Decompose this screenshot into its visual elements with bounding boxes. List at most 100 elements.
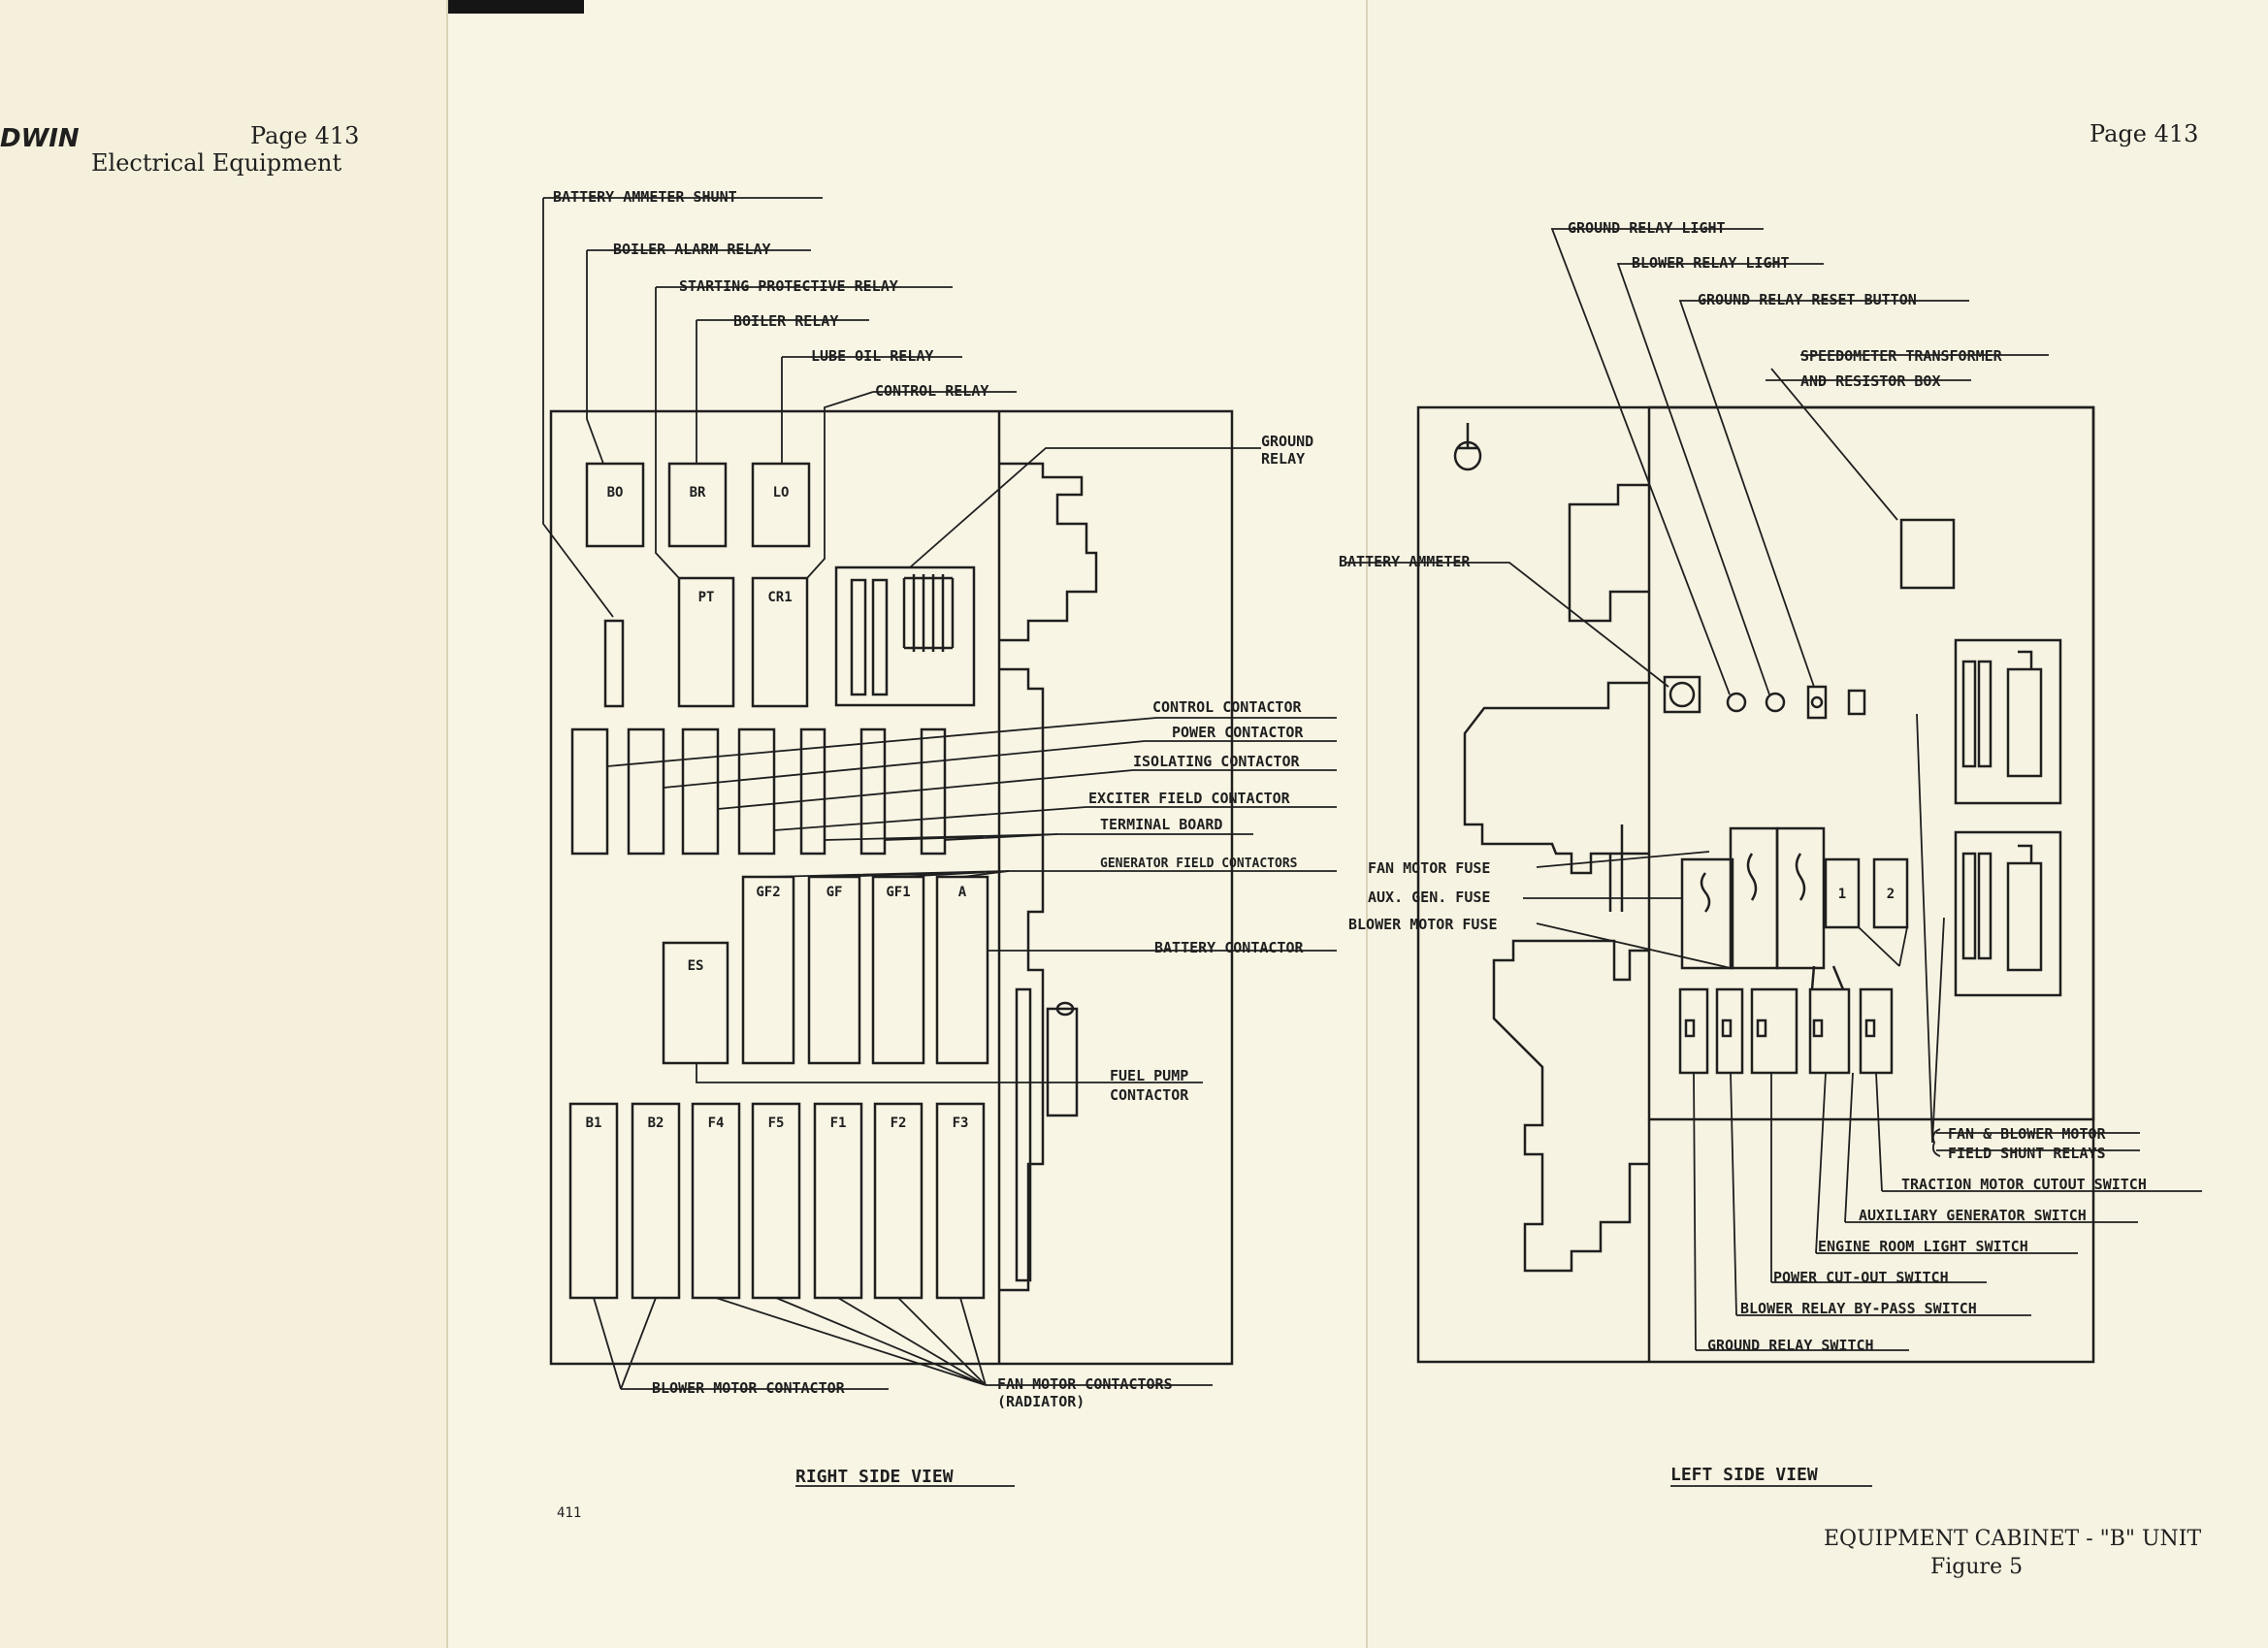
- ground-relay-body: [999, 462, 1098, 642]
- contactor-f5: [751, 1102, 801, 1300]
- code-pt: PT: [698, 590, 715, 605]
- code-lo: LO: [773, 485, 790, 501]
- leader-traction-motor-cutout-switch: [1875, 1072, 2202, 1192]
- fuel-pump-contactor-body: [1046, 1007, 1079, 1117]
- leader-blower-relay-bypass-switch: [1730, 1072, 2031, 1316]
- leader-generator-field-contactors: [767, 870, 1337, 878]
- fold-line: [1366, 0, 1368, 1648]
- switch-linkage: [1810, 965, 1845, 990]
- leader-boiler-relay: [696, 319, 869, 464]
- leader-fuel-pump-contactor: [696, 1063, 1203, 1083]
- leader-isolating-contactor: [717, 769, 1337, 810]
- cabinet-lamp: [1453, 423, 1482, 471]
- left-side-view: [1345, 228, 2202, 1487]
- label-fan-blower-line2: FIELD SHUNT RELAYS: [1948, 1145, 2106, 1162]
- label-generator-field-contactors: GENERATOR FIELD CONTACTORS: [1100, 856, 1298, 871]
- left-side-view-title: LEFT SIDE VIEW: [1670, 1465, 1818, 1485]
- label-blower-relay-light: BLOWER RELAY LIGHT: [1632, 254, 1790, 272]
- label-speedometer-line1: SPEEDOMETER TRANSFORMER: [1800, 347, 2003, 365]
- contactor-b1: [568, 1102, 619, 1300]
- ground-relay-coil: [871, 578, 889, 696]
- label-boiler-relay: BOILER RELAY: [733, 312, 838, 330]
- isolating-contactor: [681, 727, 720, 856]
- leader-ground-relay-light: [1550, 228, 1764, 695]
- label-battery-contactor: BATTERY CONTACTOR: [1154, 939, 1304, 956]
- label-terminal-board: TERMINAL BOARD: [1100, 816, 1222, 833]
- leader-starting-protective-relay: [655, 286, 953, 579]
- label-power-contactor: POWER CONTACTOR: [1172, 724, 1304, 741]
- label-control-relay: CONTROL RELAY: [875, 382, 988, 400]
- reset-button-knob: [1810, 695, 1824, 709]
- page-number-left: Page 413: [250, 122, 360, 149]
- leader-power-cut-out-switch: [1770, 1073, 1987, 1283]
- code-bo: BO: [607, 485, 624, 501]
- label-boiler-alarm-relay: BOILER ALARM RELAY: [613, 241, 771, 258]
- contactor-gf2: [741, 875, 795, 1065]
- engine-room-light-switch[interactable]: [1808, 987, 1851, 1075]
- left-flap: [0, 0, 446, 1648]
- field-shunt-relay-lower: [1954, 830, 2062, 997]
- label-ground-relay-switch: GROUND RELAY SWITCH: [1707, 1337, 1874, 1354]
- contactor-gf: [807, 875, 861, 1065]
- terminal-board-strip: [920, 727, 947, 856]
- leader-lube-oil-relay: [781, 356, 962, 464]
- relay-lo: [751, 462, 811, 548]
- code-f3: F3: [953, 1115, 969, 1131]
- right-view-labels: BATTERY AMMETER SHUNT BOILER ALARM RELAY…: [553, 188, 1313, 1487]
- power-cut-out-switch[interactable]: [1750, 987, 1798, 1075]
- leader-blower-relay-light: [1616, 263, 1824, 695]
- power-contactor: [627, 727, 665, 856]
- code-fuse1: 1: [1838, 887, 1846, 902]
- battery-ammeter-gauge: [1663, 675, 1701, 714]
- label-fan-blower-line1: FAN & BLOWER MOTOR: [1948, 1125, 2107, 1143]
- terminal-board: [999, 667, 1045, 1292]
- code-a: A: [958, 885, 967, 900]
- code-gf: GF: [826, 885, 843, 900]
- relay-bo: [585, 462, 645, 548]
- blower-relay-light-lamp: [1765, 692, 1786, 713]
- code-cr1: CR1: [767, 590, 792, 605]
- top-edge-mark: [448, 0, 584, 14]
- relay-br: [667, 462, 728, 548]
- page-number-footer: 411: [557, 1505, 582, 1521]
- contactor-f3: [935, 1102, 986, 1300]
- leader-ground-relay-switch: [1693, 1072, 1909, 1351]
- leader-boiler-alarm-relay: [586, 249, 811, 465]
- code-b2: B2: [648, 1115, 664, 1131]
- leader-blower-motor-contactor: [593, 1297, 889, 1390]
- leader-blower-motor-fuse: [1536, 922, 1732, 969]
- terminal-strip: [1015, 987, 1032, 1282]
- blower-relay-bypass-switch[interactable]: [1715, 987, 1744, 1075]
- code-br: BR: [690, 485, 706, 501]
- relay-cr1: [751, 576, 809, 708]
- code-gf1: GF1: [886, 885, 910, 900]
- leader-fuse-pair: [1858, 926, 1908, 967]
- ground-relay-coil: [850, 578, 867, 696]
- right-view-box-codes: BO BR LO PT CR1 GF2 GF GF1 A ES B1 B2 F4…: [586, 485, 1895, 1131]
- contactor-b2: [631, 1102, 681, 1300]
- leader-control-relay: [806, 391, 1017, 579]
- contactor-f1: [813, 1102, 863, 1300]
- fuel-pump-knob: [1055, 1001, 1075, 1017]
- ground-relay-plate: [834, 565, 976, 707]
- code-es: ES: [688, 958, 704, 974]
- blower-motor-fuse: [1775, 826, 1826, 970]
- label-blower-motor-contactor: BLOWER MOTOR CONTACTOR: [652, 1379, 846, 1397]
- field-shunt-relay-upper: [1954, 638, 2062, 805]
- label-engine-room-light-switch: ENGINE ROOM LIGHT SWITCH: [1818, 1238, 2028, 1255]
- label-fuel-pump-contactor-line2: CONTACTOR: [1110, 1086, 1189, 1104]
- leader-ground-relay: [909, 447, 1261, 568]
- leader-fan-blower-field-shunt-relays: [1916, 713, 2140, 1157]
- code-f2: F2: [891, 1115, 907, 1131]
- ground-relay-reset-button[interactable]: [1806, 685, 1828, 720]
- label-fuel-pump-contactor-line1: FUEL PUMP: [1110, 1067, 1188, 1084]
- control-contactor: [570, 727, 609, 856]
- right-cabinet-outline: [549, 409, 1234, 1366]
- leader-battery-ammeter: [1345, 562, 1669, 688]
- figure-caption-title: EQUIPMENT CABINET - "B" UNIT: [1824, 1527, 2202, 1551]
- fuse-1: [1824, 857, 1861, 929]
- leader-control-contactor: [606, 717, 1337, 767]
- label-ground-relay-line1: GROUND: [1261, 433, 1313, 450]
- left-leader-lines: [1345, 228, 2202, 1487]
- label-fan-motor-contactors-line1: FAN MOTOR CONTACTORS: [997, 1375, 1173, 1393]
